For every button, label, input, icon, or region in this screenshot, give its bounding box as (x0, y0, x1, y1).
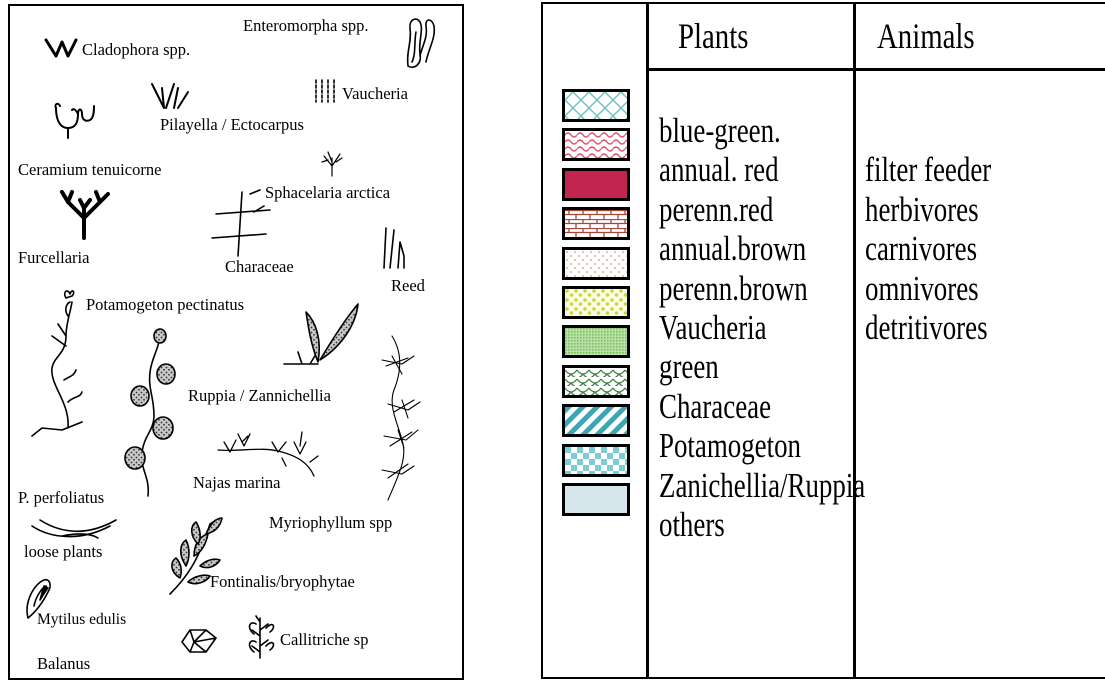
callitriche-icon (250, 616, 274, 658)
plant-label: blue-green. (659, 112, 865, 151)
swatch-bricks (562, 207, 630, 240)
pilayella-icon (152, 84, 188, 108)
plant-label: Potamogeton (659, 427, 865, 466)
label-furcellaria: Furcellaria (18, 250, 89, 267)
animal-label: carnivores (865, 230, 991, 269)
animal-label (865, 112, 991, 151)
swatch-blobs (562, 286, 630, 319)
plant-label: perenn.brown (659, 270, 865, 309)
potamogeton-pectinatus-icon (32, 291, 82, 436)
label-ceramium: Ceramium tenuicorne (18, 162, 161, 179)
animal-label: herbivores (865, 191, 991, 230)
loose-plants-icon (32, 520, 116, 538)
plant-label: Zanichellia/Ruppia (659, 467, 865, 506)
ceramium-icon (55, 104, 94, 138)
label-cladophora: Cladophora spp. (82, 42, 190, 59)
label-reed: Reed (391, 278, 425, 295)
animal-label: filter feeder (865, 151, 991, 190)
label-characeae: Characeae (225, 259, 294, 276)
swatch-solid (562, 483, 630, 516)
label-loose-plants: loose plants (24, 544, 102, 561)
plant-label: annual. red (659, 151, 865, 190)
label-sphacelaria: Sphacelaria arctica (265, 185, 390, 202)
label-najas: Najas marina (193, 475, 281, 492)
najas-icon (218, 432, 318, 476)
myriophyllum-icon (382, 336, 420, 500)
label-balanus: Balanus (37, 656, 90, 673)
sphacelaria-icon (322, 152, 342, 176)
plant-label: annual.brown (659, 230, 865, 269)
label-pilayella: Pilayella / Ectocarpus (160, 117, 304, 134)
vaucheria-icon (316, 80, 334, 102)
swatch-diagonal-stripes (562, 404, 630, 437)
label-vaucheria: Vaucheria (342, 86, 408, 103)
reed-icon (384, 228, 404, 268)
plant-label: perenn.red (659, 191, 865, 230)
swatch-waves (562, 128, 630, 161)
swatch-checker (562, 444, 630, 477)
balanus-icon (182, 630, 216, 652)
animals-column-header: Animals (877, 18, 975, 54)
label-callitriche: Callitriche sp (280, 632, 368, 649)
furcellaria-icon (62, 192, 108, 238)
label-fontinalis: Fontinalis/bryophytae (210, 574, 355, 591)
label-myriophyllum: Myriophyllum spp (269, 515, 392, 532)
label-enteromorpha: Enteromorpha spp. (243, 18, 369, 35)
cladophora-icon (46, 40, 76, 56)
characeae-icon (212, 190, 270, 256)
label-ruppia: Ruppia / Zannichellia (188, 388, 331, 405)
column-divider-left (646, 4, 649, 677)
plants-column-header: Plants (678, 18, 748, 54)
plant-label: others (659, 506, 865, 545)
perfoliatus-icon (125, 329, 175, 496)
plant-label: Vaucheria (659, 309, 865, 348)
header-divider (646, 68, 1105, 71)
swatch-fine-grid (562, 325, 630, 358)
animal-label: detritivores (865, 309, 991, 348)
ruppia-icon (284, 304, 358, 364)
label-mytilus: Mytilus edulis (37, 612, 126, 628)
enteromorpha-icon (408, 19, 435, 67)
swatch-dots (562, 247, 630, 280)
animal-label: omnivores (865, 270, 991, 309)
label-potamogeton-pectinatus: Potamogeton pectinatus (86, 297, 244, 314)
swatch-solid (562, 168, 630, 201)
label-perfoliatus: P. perfoliatus (18, 490, 104, 507)
plant-label: Characeae (659, 388, 865, 427)
swatch-scale-lattice (562, 89, 630, 122)
swatch-scallops (562, 365, 630, 398)
species-symbol-key: Cladophora spp. Enteromorpha spp. Vauche… (8, 4, 464, 680)
plant-label: green (659, 348, 865, 387)
